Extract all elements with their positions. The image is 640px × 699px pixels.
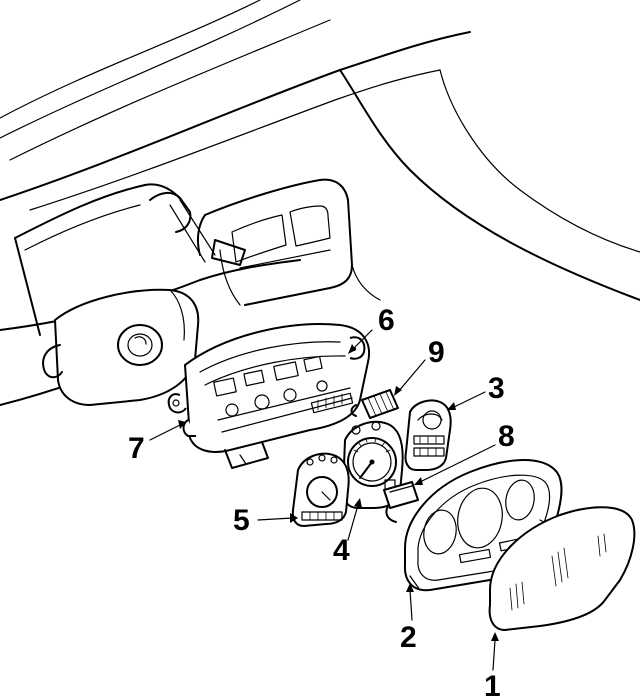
leader-lines (149, 329, 499, 671)
part-4-speedometer (341, 420, 404, 509)
part-9-bulb-socket (350, 389, 399, 419)
part-8-connector (383, 481, 419, 523)
callout-1: 1 (484, 670, 501, 699)
callout-6: 6 (378, 304, 395, 337)
part-1-lens (488, 506, 636, 631)
callout-2: 2 (400, 621, 417, 654)
callout-5: 5 (233, 504, 250, 537)
dashboard-outline (0, 0, 640, 406)
callout-9: 9 (428, 336, 445, 369)
callout-7: 7 (128, 432, 145, 465)
callout-8: 8 (498, 420, 515, 453)
part-6-cluster-housing (167, 323, 370, 469)
part-3-right-gauge (404, 399, 452, 471)
callout-3: 3 (488, 372, 505, 405)
callout-labels: 6 9 3 7 8 5 4 2 1 (128, 304, 515, 699)
part-5-small-gauge (291, 452, 350, 527)
callout-4: 4 (333, 534, 350, 567)
